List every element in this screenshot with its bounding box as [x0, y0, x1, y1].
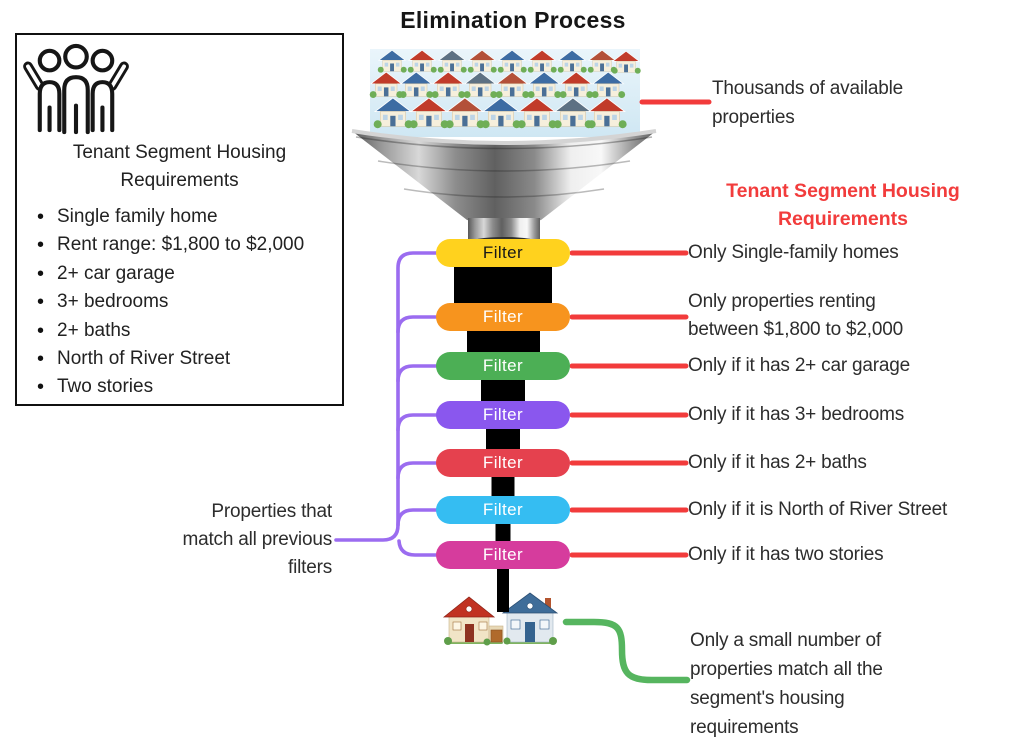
- requirement-item: 2+ baths: [37, 317, 342, 346]
- filter-pill-label: Filter: [482, 243, 524, 262]
- filter-description-6: Only if it is North of River Street: [688, 499, 948, 520]
- filter-pill-label: Filter: [482, 405, 524, 424]
- funnel-illustration: [351, 129, 657, 249]
- matched-houses-illustration: [442, 592, 559, 646]
- filter-pill-4: Filter: [436, 401, 570, 429]
- filter-pill-6: Filter: [436, 496, 570, 524]
- right-heading: Tenant Segment Housing Requirements: [726, 180, 960, 230]
- filter-pill-2: Filter: [436, 303, 570, 331]
- filter-pill-7: Filter: [436, 541, 570, 569]
- filter-description-1: Only Single-family homes: [688, 242, 899, 263]
- filter-pill-1: Filter: [436, 239, 570, 267]
- description-connector-lines: [569, 99, 712, 558]
- requirements-list: Single family home Rent range: $1,800 to…: [17, 203, 342, 402]
- top-annotation: Thousands of available properties: [712, 78, 904, 128]
- filter-pill-label: Filter: [482, 500, 524, 519]
- requirement-item: 2+ car garage: [37, 260, 342, 289]
- tenants-icon: [17, 41, 342, 135]
- filter-pill-label: Filter: [482, 453, 524, 472]
- filter-description-4: Only if it has 3+ bedrooms: [688, 404, 905, 425]
- red-roof-house: [442, 596, 504, 646]
- requirements-box: Tenant Segment Housing Requirements Sing…: [15, 33, 344, 406]
- requirements-box-title: Tenant Segment Housing Requirements: [72, 142, 287, 191]
- blue-roof-house: [501, 592, 559, 645]
- filter-description-7: Only if it has two stories: [688, 544, 884, 565]
- result-connector-line: [562, 618, 691, 684]
- filter-pill-5: Filter: [436, 449, 570, 477]
- page-title: Elimination Process: [400, 7, 626, 33]
- filter-pill-label: Filter: [482, 356, 524, 375]
- bottom-annotation: Only a small number of properties match …: [690, 630, 883, 738]
- filter-pill-3: Filter: [436, 352, 570, 380]
- requirement-item: Rent range: $1,800 to $2,000: [37, 231, 342, 260]
- filter-connector-lines: [334, 251, 438, 557]
- filter-description-5: Only if it has 2+ baths: [688, 452, 867, 473]
- requirement-item: Single family home: [37, 203, 342, 232]
- filter-pill-label: Filter: [482, 307, 524, 326]
- requirement-item: North of River Street: [37, 345, 342, 374]
- left-annotation: Properties that match all previous filte…: [182, 501, 332, 578]
- requirement-item: Two stories: [37, 373, 342, 402]
- requirement-item: 3+ bedrooms: [37, 288, 342, 317]
- filter-pill-label: Filter: [482, 545, 524, 564]
- houses-cluster-illustration: [369, 49, 642, 137]
- filter-description-3: Only if it has 2+ car garage: [688, 355, 910, 376]
- filter-description-2: Only properties renting between $1,800 t…: [688, 291, 903, 340]
